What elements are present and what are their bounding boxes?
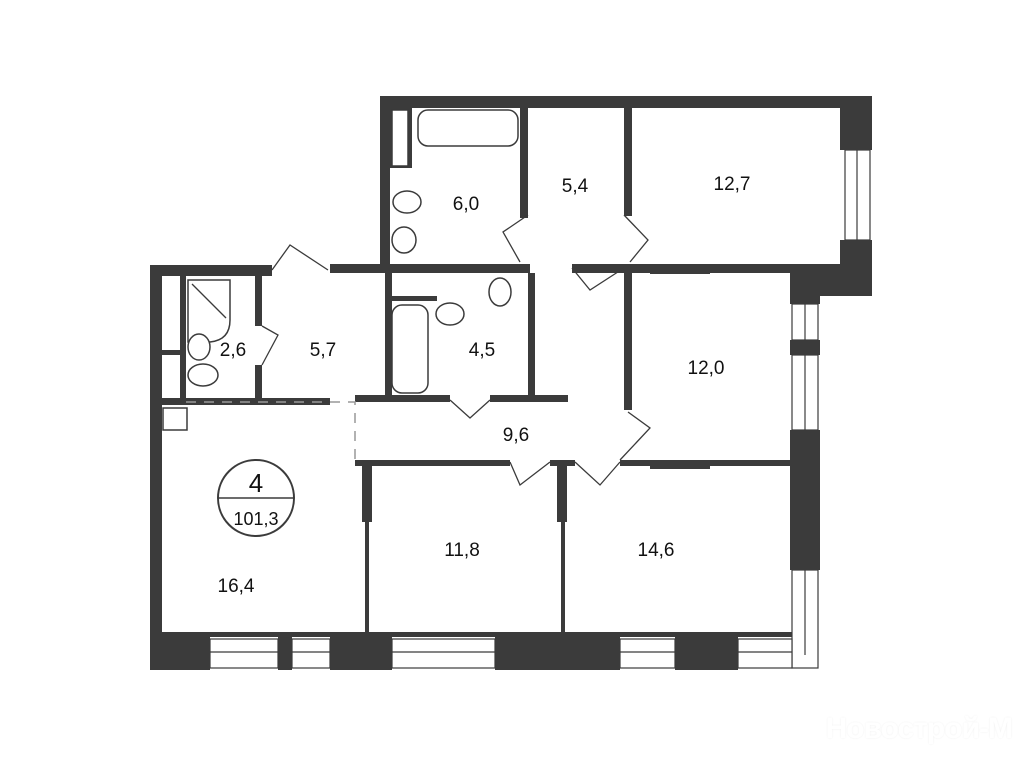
sink-icon [435,302,465,326]
bathtub-icon [391,304,429,394]
toilet-icon [187,363,219,387]
room-area-label: 4,5 [469,340,495,361]
bathtub-icon [417,109,519,147]
toilet-icon [392,190,422,214]
apartment-badge: 4 101,3 [217,459,295,537]
sink-icon [391,226,417,254]
room-area-label: 16,4 [218,576,255,597]
room-area-label: 2,6 [220,340,246,361]
room-area-label: 12,0 [688,358,725,379]
watermark: Новострой-М [825,712,1013,745]
total-area: 101,3 [233,509,278,529]
doors [186,214,651,487]
room-area-label: 11,8 [444,540,480,561]
room-area-label: 5,4 [562,176,589,197]
walls [150,96,872,670]
room-labels: 6,0 5,4 12,7 2,6 5,7 4,5 12,0 9,6 16,4 1… [218,174,751,597]
room-area-label: 14,6 [638,540,675,561]
room-area-label: 9,6 [503,425,529,446]
room-area-label: 12,7 [714,174,751,195]
rooms-count: 4 [249,468,263,498]
windows [209,149,871,669]
fixtures [187,109,519,394]
shower-icon [187,279,231,343]
sink-icon [187,333,211,361]
room-area-label: 5,7 [310,340,336,361]
toilet-icon [488,277,512,307]
room-area-label: 6,0 [453,194,479,215]
